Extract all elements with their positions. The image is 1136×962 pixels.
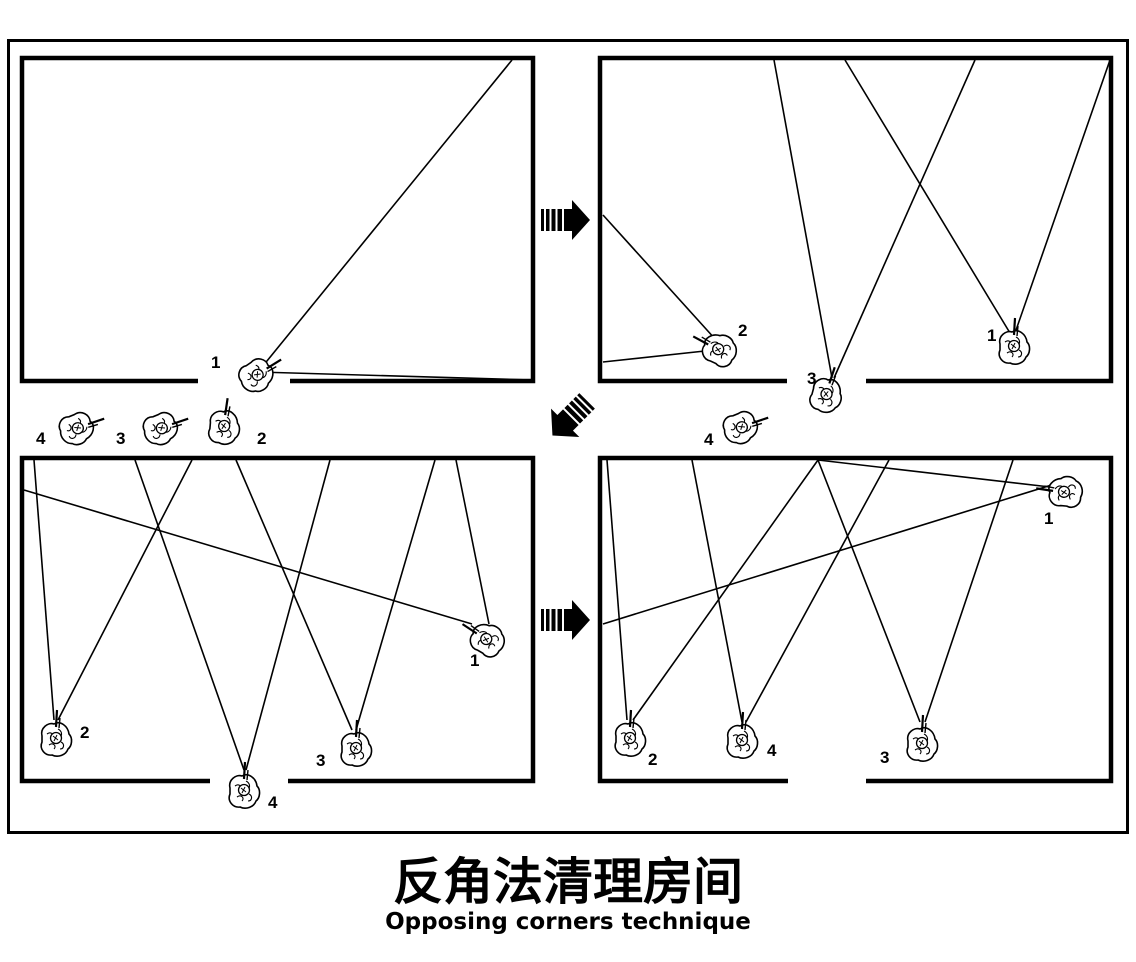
panel4-label-2: 2	[648, 750, 657, 769]
panel1-label-3: 3	[116, 429, 125, 448]
panel4-label-3: 3	[880, 748, 889, 767]
room-3-walls	[19, 455, 536, 784]
panel3-label-2: 2	[80, 723, 89, 742]
soldier-3-icon	[138, 402, 195, 451]
soldier-1-icon	[998, 316, 1031, 366]
arrow-down-left-icon	[538, 386, 602, 450]
page-title: 反角法清理房间	[393, 853, 743, 911]
sight-lines-3	[23, 459, 490, 771]
room-1-walls	[19, 55, 536, 384]
soldier-1-icon	[453, 610, 511, 662]
soldier-2-icon	[40, 708, 73, 758]
soldier-4-icon	[718, 401, 775, 450]
soldier-2-icon	[614, 708, 647, 758]
soldier-4-icon	[228, 760, 261, 810]
panel2-label-2: 2	[738, 321, 747, 340]
room-4-walls	[597, 455, 1114, 784]
sight-lines-4	[602, 459, 1059, 723]
panel4-label-1: 1	[1044, 509, 1053, 528]
page-subtitle: Opposing corners technique	[385, 909, 751, 935]
sight-lines-1	[257, 59, 532, 381]
panel3-label-1: 1	[470, 651, 479, 670]
panel2-label-4: 4	[704, 430, 714, 449]
soldier-2-icon	[206, 395, 244, 447]
panel-4: 1 2 3 4	[597, 455, 1114, 784]
panel-3: 1 2 3 4	[19, 455, 536, 812]
panel1-label-4: 4	[36, 429, 46, 448]
panel1-label-1: 1	[211, 353, 220, 372]
panel1-label-2: 2	[257, 429, 266, 448]
soldier-4-icon	[54, 402, 111, 451]
panel3-label-3: 3	[316, 751, 325, 770]
panel2-label-3: 3	[807, 369, 816, 388]
soldier-1-icon	[1033, 472, 1085, 510]
soldier-2-icon	[685, 322, 743, 372]
panel-1: 1 2 3 4	[19, 55, 536, 451]
soldier-3-icon	[340, 718, 373, 768]
room-2-walls	[597, 55, 1114, 384]
soldier-3-icon	[906, 713, 939, 763]
sight-lines-2	[602, 59, 1111, 379]
soldier-4-icon	[726, 710, 759, 760]
arrow-right-bottom-icon	[541, 600, 590, 640]
panel3-label-4: 4	[268, 793, 278, 812]
panel4-label-4: 4	[767, 741, 777, 760]
arrow-right-top-icon	[541, 200, 590, 240]
panel-2: 1 2 3 4	[597, 55, 1114, 450]
panel2-label-1: 1	[987, 326, 996, 345]
outer-frame	[7, 39, 1129, 834]
